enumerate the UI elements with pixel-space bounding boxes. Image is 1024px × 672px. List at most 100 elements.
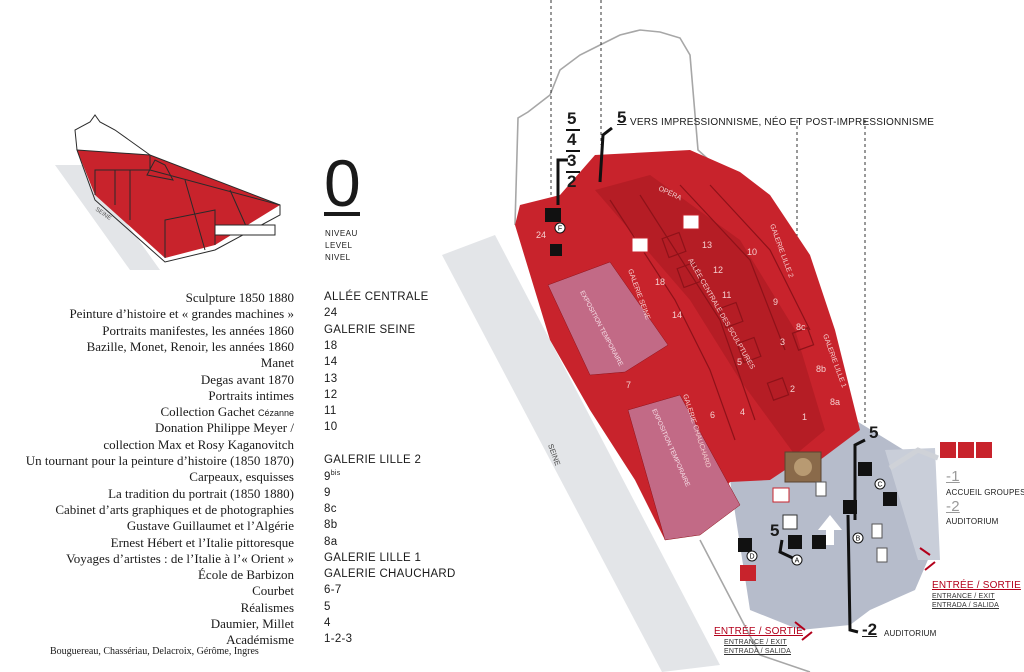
legend-row: Donation Philippe Meyer / 10: [0, 420, 470, 436]
legend-theme: Collection Gachet Cézanne: [160, 404, 295, 420]
legend-row: Un tournant pour la peinture d’histoire …: [0, 453, 470, 469]
legend-row: Portraits intimes 12: [0, 388, 470, 404]
entrance-arrows: [794, 547, 936, 641]
auditorium-label-1: AUDITORIUM: [946, 517, 999, 526]
entrance-label-right: ENTRÉE / SORTIE: [932, 580, 1021, 591]
room-number: 4: [740, 407, 745, 417]
building-outline-upper: [514, 29, 721, 226]
legend-room: 5: [324, 600, 331, 613]
legend-row: Portraits manifestes, les années 1860 GA…: [0, 323, 470, 339]
level-underline: [324, 212, 360, 216]
legend-row: Daumier, Millet 4: [0, 616, 470, 632]
legend-row: Académisme 1-2-3: [0, 632, 470, 648]
stair-level-divider: [566, 150, 580, 152]
room-number: 3: [780, 337, 785, 347]
legend-theme: Daumier, Millet: [210, 616, 294, 631]
groups-pointer-arrow: [888, 447, 939, 471]
stair-arrows: [556, 126, 866, 634]
marker-circle: [746, 550, 758, 562]
marker-letter: C: [877, 482, 882, 489]
entrance-sub-left-1: ENTRANCE / EXIT: [724, 639, 787, 646]
legend-room: 14: [324, 356, 338, 369]
entrance-arrow: [818, 515, 842, 545]
accessibility-icon: [976, 442, 992, 458]
legend-theme: Peinture d’histoire et « grandes machine…: [69, 306, 294, 322]
museum-floor: [515, 150, 860, 540]
legend-row: Collection Gachet Cézanne 11: [0, 404, 470, 420]
auditorium-level-1: -2: [946, 498, 960, 515]
marker-letters: F A B C D: [554, 222, 886, 566]
legend-theme: Bazille, Monet, Renoir, les années 1860: [86, 338, 294, 354]
legend-theme: Carpeaux, esquisses: [189, 469, 294, 485]
legend-row: Cabinet d’arts graphiques et de photogra…: [0, 502, 470, 518]
service-icons: [545, 208, 992, 581]
marker-letter: B: [856, 536, 861, 543]
accessibility-icon: [740, 565, 756, 581]
direction-level-number: 5: [617, 108, 627, 127]
temp-exhibition-2: [627, 394, 741, 541]
legend-theme: La tradition du portrait (1850 1880): [108, 485, 294, 501]
lockers-icon: [815, 481, 827, 497]
legend-theme: Un tournant pour la peinture d’histoire …: [25, 453, 294, 468]
legend-theme-note: Cézanne: [257, 408, 294, 419]
legend-theme: Sculpture 1850 1880: [185, 290, 294, 305]
legend-row: École de Barbizon GALERIE CHAUCHARD: [0, 567, 470, 583]
legend-theme: Portraits manifestes, les années 1860: [102, 322, 294, 338]
rotunda-ornament: [794, 458, 812, 476]
stair-level-divider: [566, 129, 580, 131]
toilets-icon: [631, 237, 649, 253]
entrance-hall-annex: [885, 448, 940, 560]
building-outline: [74, 114, 281, 263]
marker-circle: [791, 554, 803, 566]
legend-theme: Manet: [260, 355, 294, 371]
room-number: 13: [702, 240, 712, 250]
room-number: 2: [790, 384, 795, 394]
room-number: 6: [710, 410, 715, 420]
escalator-icon: [812, 535, 826, 549]
entrance-sub-right-2: ENTRADA / SALIDA: [932, 602, 999, 609]
legend-theme: Ernest Hébert et l’Italie pittoresque: [110, 534, 294, 550]
legend-room: 12: [324, 388, 338, 401]
legend-theme: École de Barbizon: [197, 567, 294, 583]
building-outline-bottom: [699, 539, 811, 672]
room-number: 8c: [796, 322, 806, 332]
gallery-walls: [609, 184, 815, 441]
stair-level: 2: [567, 172, 577, 191]
legend-theme: Donation Philippe Meyer /: [154, 420, 294, 436]
level-number: 0: [324, 146, 361, 220]
marker-circle: [554, 222, 566, 234]
legend-room: 1-2-3: [324, 633, 353, 646]
audioguide-icon: [782, 514, 798, 530]
auditorium-label-2: AUDITORIUM: [884, 629, 937, 638]
room-number: 12: [713, 265, 723, 275]
lockers-icon: [871, 523, 883, 539]
legend-row: Courbet 6-7: [0, 583, 470, 599]
seine-band: [442, 235, 720, 672]
toilets-icon: [772, 487, 790, 503]
elevator-icon: [550, 244, 562, 256]
room-number: 8a: [830, 397, 840, 407]
room-number: 11: [722, 290, 731, 300]
legend-theme: Degas avant 1870: [200, 371, 294, 387]
legend-room-sup: bis: [330, 470, 341, 478]
stair-level: 3: [567, 151, 577, 170]
legend-row: Réalismes 5: [0, 600, 470, 616]
legend-row: Ernest Hébert et l’Italie pittoresque 8a: [0, 535, 470, 551]
level-word-es: NIVEL: [325, 253, 351, 262]
legend-room: 18: [324, 339, 338, 352]
legend-row: La tradition du portrait (1850 1880) 9: [0, 486, 470, 502]
elevator-icon: [843, 500, 857, 514]
floor-plan: SEINE GALERIE SEINE ALLÉE CENTRALE DES S…: [442, 0, 992, 672]
room-number: 5: [737, 357, 742, 367]
legend-room: 10: [324, 421, 338, 434]
legend-room: 4: [324, 617, 331, 629]
level-word-en: LEVEL: [325, 241, 353, 250]
elevator-icon: [738, 538, 752, 552]
legend-row: Degas avant 1870 13: [0, 372, 470, 388]
legend-room: 8b: [324, 519, 338, 532]
legend-footnote: Bouguereau, Chassériau, Delacroix, Gérôm…: [50, 646, 259, 657]
legend-theme: Cabinet d’arts graphiques et de photogra…: [55, 501, 294, 517]
legend-row: Manet 14: [0, 355, 470, 371]
marker-circle: [874, 478, 886, 490]
legend-room: 24: [324, 307, 338, 320]
